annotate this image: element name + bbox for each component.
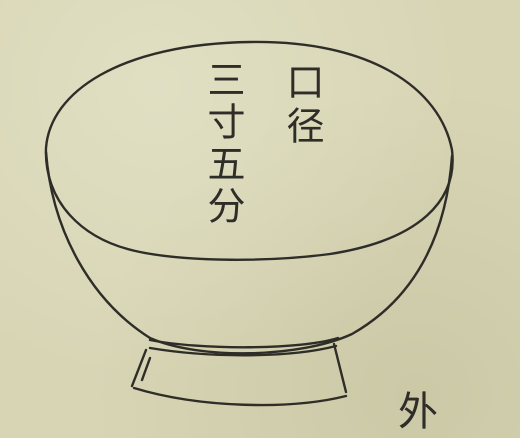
foot-inner-left	[140, 356, 152, 382]
measurement-label: 三寸五分	[201, 60, 245, 228]
bowl-body	[44, 150, 454, 355]
foot-ring-top	[148, 336, 340, 349]
foot-inner-top	[148, 344, 338, 357]
rim-diameter-label: 口径	[280, 62, 324, 150]
foot-left	[130, 348, 148, 388]
outer-label: 外	[398, 389, 438, 435]
foot-right	[332, 342, 348, 394]
bowl-rim	[44, 40, 454, 261]
foot-bottom	[132, 386, 348, 407]
